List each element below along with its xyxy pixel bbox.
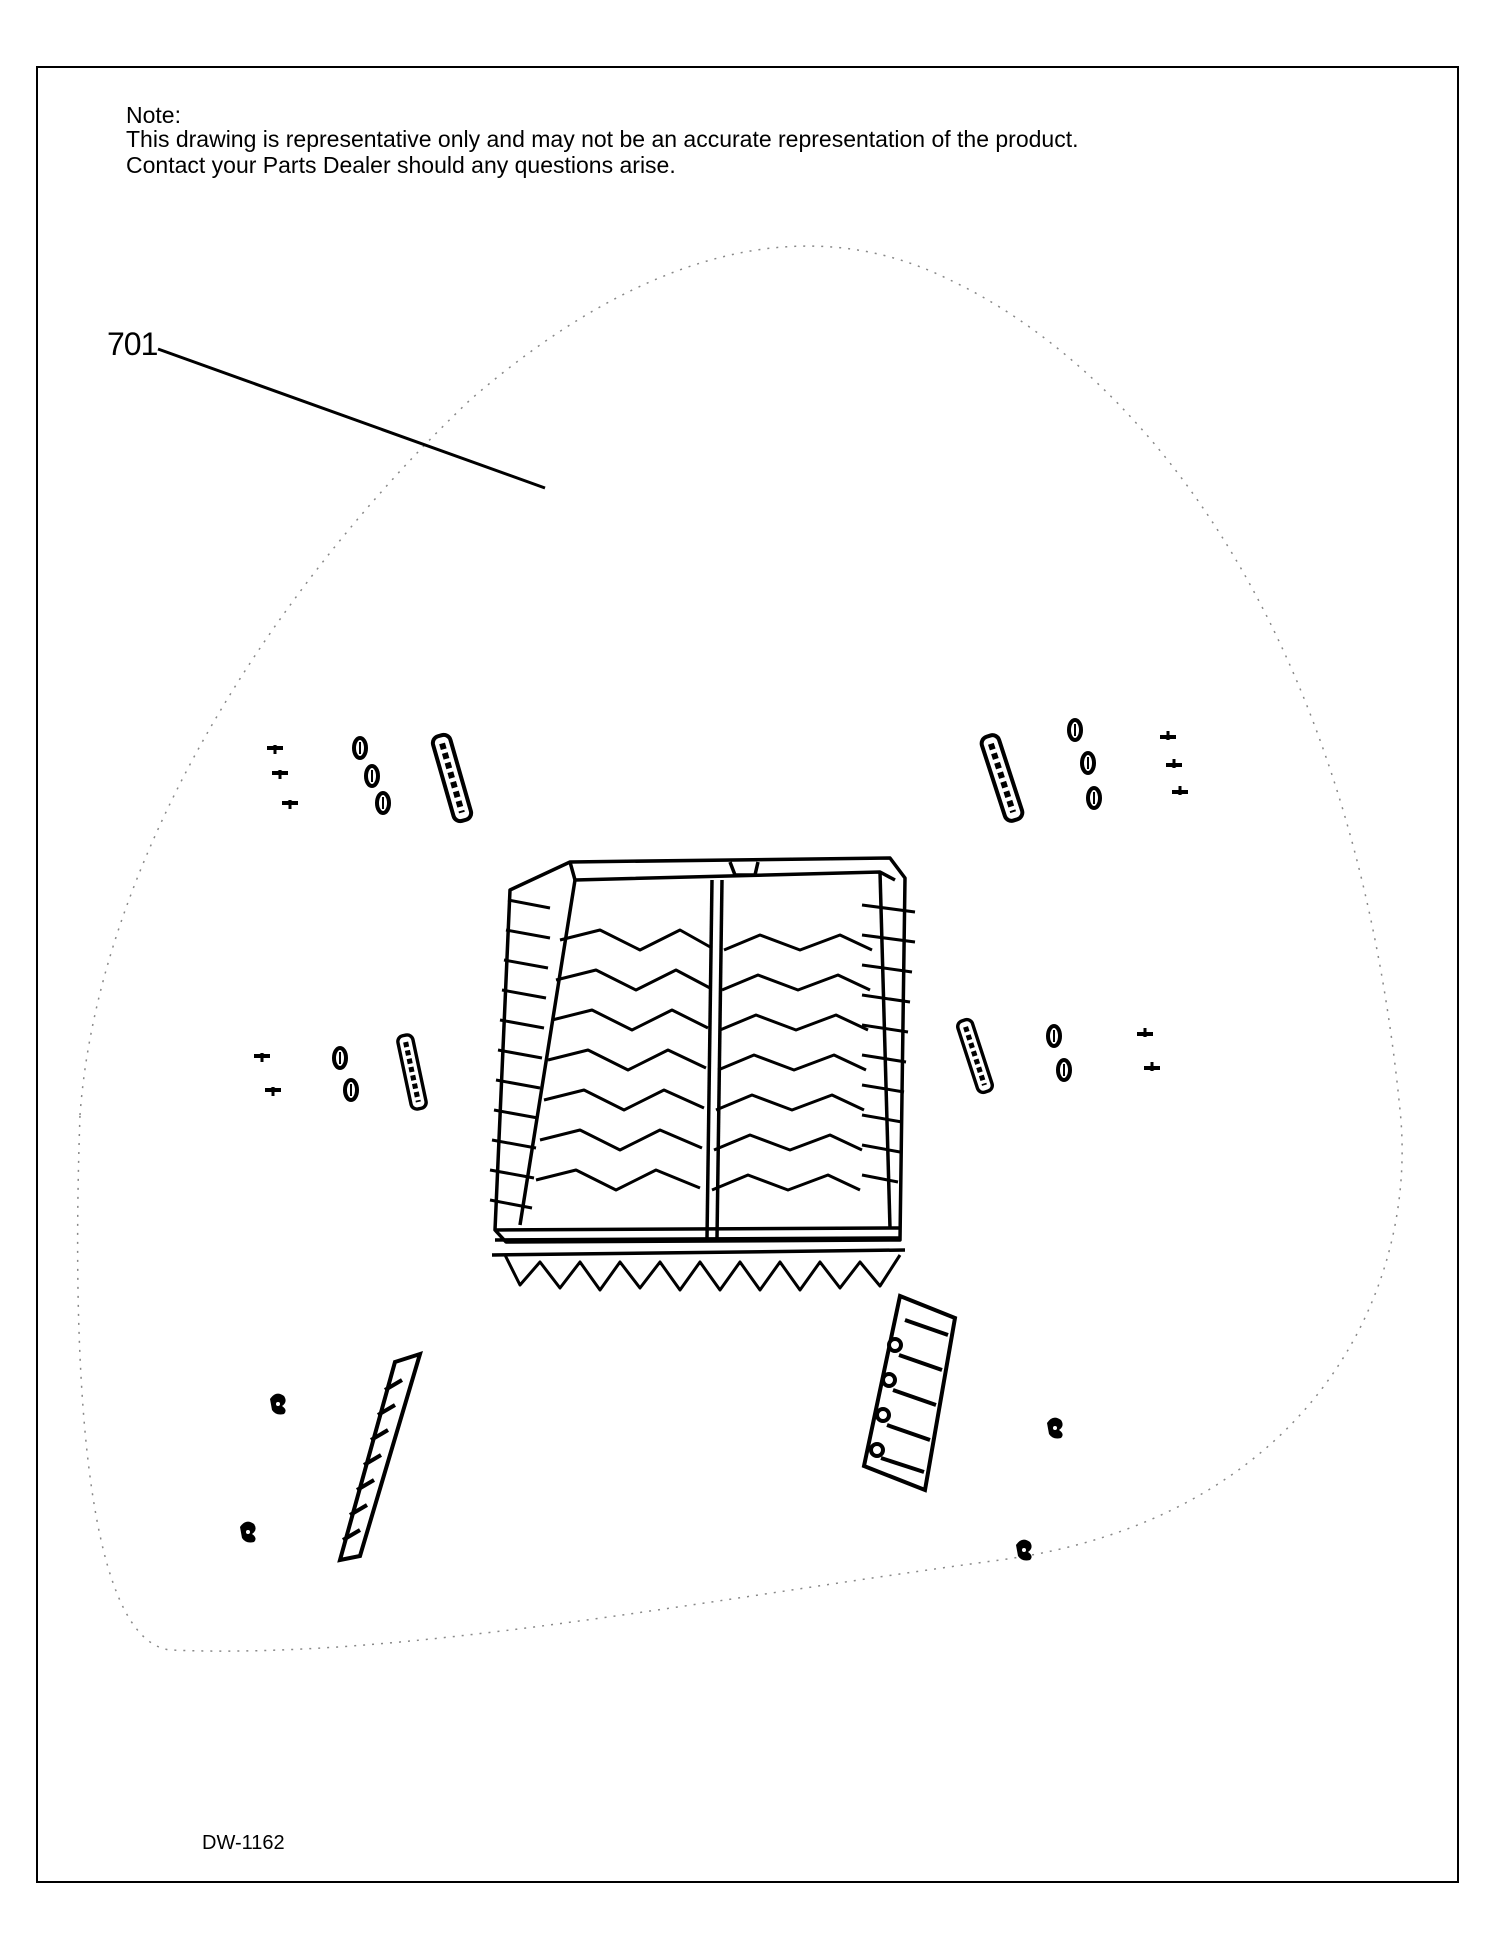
rack-rail-icon <box>980 733 1024 822</box>
rack-rail-icon <box>431 733 473 823</box>
note-line-2: Contact your Parts Dealer should any que… <box>126 152 676 178</box>
roller-wheel-icon <box>1046 1024 1072 1082</box>
screw-icon <box>265 743 300 811</box>
tine-row-icon <box>861 1293 958 1493</box>
screw-icon <box>1135 1026 1162 1073</box>
screw-icon <box>252 1051 283 1098</box>
roller-wheel-icon <box>352 736 391 815</box>
rack-basket-icon <box>489 856 916 1292</box>
clip-icon <box>240 1393 286 1543</box>
rack-rail-icon <box>956 1018 994 1094</box>
tine-row-icon <box>337 1350 423 1563</box>
note-line-1: This drawing is representative only and … <box>126 126 1079 152</box>
rack-rail-icon <box>397 1034 428 1110</box>
callout-label: 701 <box>107 326 158 362</box>
assembly-outline <box>76 245 1403 1652</box>
callout-leader-line <box>157 347 546 490</box>
drawing-code: DW-1162 <box>202 1832 285 1854</box>
clip-icon <box>1016 1417 1063 1561</box>
roller-wheel-icon <box>332 1046 359 1102</box>
note-heading: Note: <box>126 102 181 128</box>
roller-wheel-icon <box>1067 718 1102 810</box>
screw-icon <box>1158 729 1190 797</box>
diagram-frame <box>36 66 1459 1883</box>
